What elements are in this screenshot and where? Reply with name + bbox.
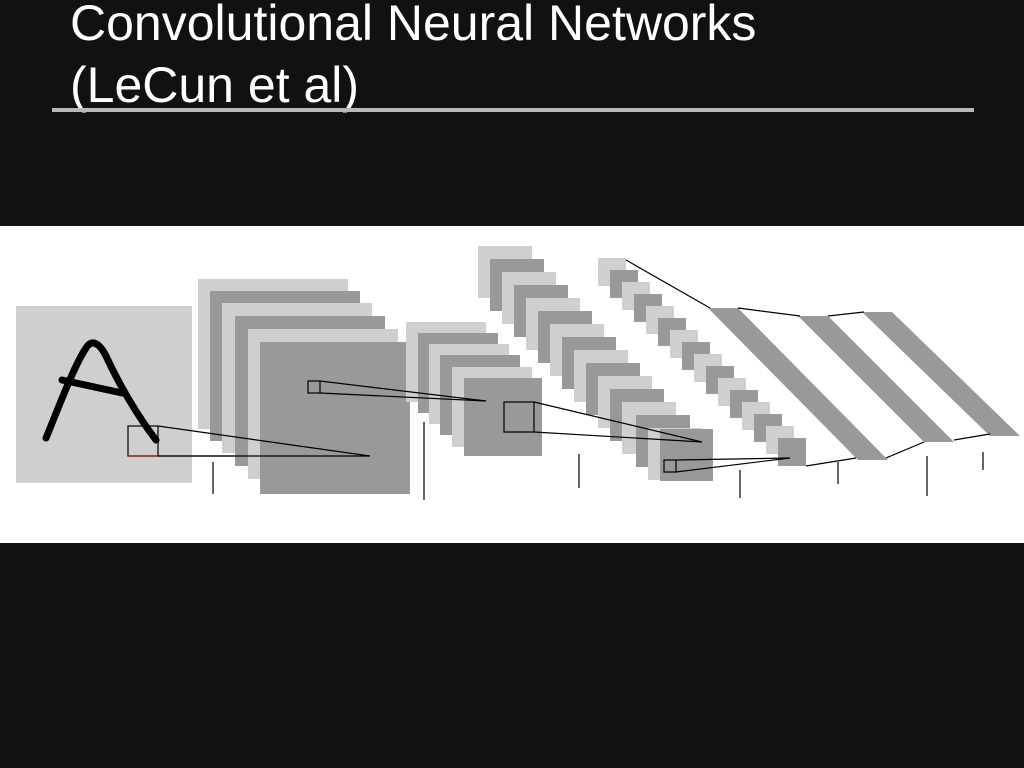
fc-layer-f6 (798, 316, 954, 442)
connector-s2-c3 (533, 401, 703, 443)
connector-input-c1 (157, 425, 371, 457)
connector-c3-s4 (675, 457, 791, 473)
connector-c1-s2 (319, 380, 487, 402)
fully-connected-layers (708, 308, 1020, 460)
s4-feature-maps (598, 258, 806, 466)
title-line-1: Convolutional Neural Networks (70, 0, 757, 51)
layer-markers (212, 422, 984, 500)
c3-feature-maps (478, 246, 713, 481)
title-line-2: (LeCun et al) (70, 57, 360, 113)
c1-receptive-field (307, 380, 321, 394)
full-connection-line (885, 441, 925, 459)
cnn-architecture-figure (0, 226, 1024, 543)
input-image-background (16, 306, 192, 483)
full-connection-line (827, 311, 865, 317)
connector-c1-s2 (319, 392, 487, 402)
full-connection-line (737, 307, 801, 317)
c1-feature-maps (198, 279, 410, 494)
slide-title: Convolutional Neural Networks (LeCun et … (70, 0, 756, 116)
fc-layer-output (862, 312, 1020, 436)
full-connections (625, 259, 991, 467)
connector-c3-s4 (675, 457, 791, 461)
full-connection-line (953, 433, 991, 441)
s2-map (464, 378, 542, 456)
c3-receptive-field (663, 459, 677, 473)
fc-layer-c5 (708, 308, 888, 460)
c3-map (660, 429, 713, 481)
c1-map (260, 342, 410, 494)
cnn-diagram (0, 226, 1024, 543)
full-connection-line (625, 259, 711, 309)
s4-map (778, 438, 806, 466)
handwritten-a-crossbar (58, 376, 126, 397)
input-image (16, 306, 248, 483)
connector-s2-c3 (533, 431, 703, 443)
full-connection-line (805, 457, 857, 467)
handwritten-a-glyph (42, 339, 160, 444)
s2-feature-maps (406, 322, 542, 456)
title-underline (52, 108, 974, 112)
s2-receptive-field (503, 401, 535, 433)
